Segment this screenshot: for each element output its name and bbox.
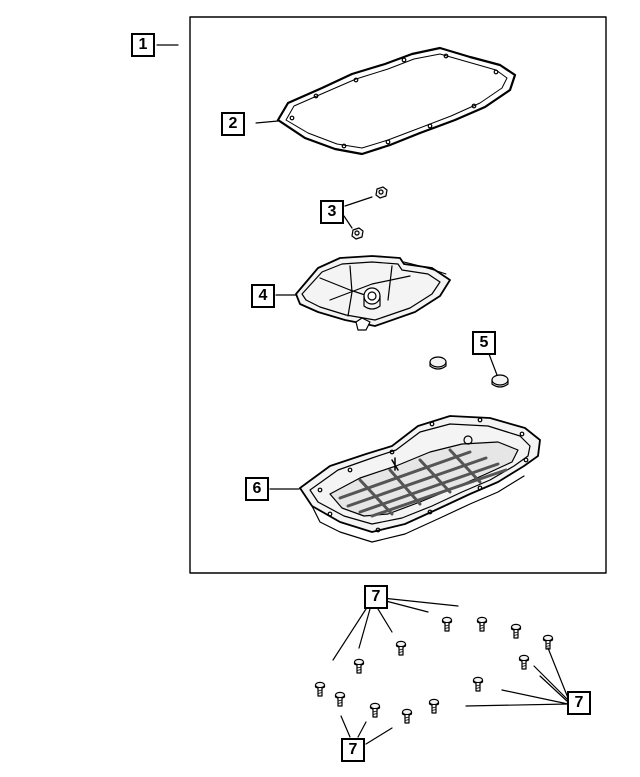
kit-boundary-frame [189, 16, 607, 574]
bolt-icon [441, 616, 453, 632]
bolt-icon [353, 658, 365, 674]
filter-part [295, 255, 451, 331]
leader-3b [343, 215, 353, 229]
leader-7a-4 [358, 608, 371, 649]
callout-3: 3 [320, 200, 344, 224]
bolt-icon [369, 702, 381, 718]
callout-1: 1 [131, 33, 155, 57]
leader-5 [488, 353, 498, 376]
nut-parts [351, 186, 388, 240]
callout-6: 6 [245, 477, 269, 501]
plug-parts [429, 356, 509, 388]
bolt-icon [314, 681, 326, 697]
bolt-icon [476, 616, 488, 632]
leader-7a-1 [381, 597, 459, 607]
oil-pan-part [299, 415, 541, 543]
bolt-icon [428, 698, 440, 714]
leader-3a [344, 196, 373, 207]
callout-2: 2 [221, 112, 245, 136]
leader-7b-1 [547, 647, 569, 699]
leader-7b-5 [465, 703, 569, 707]
gasket-part [276, 46, 517, 156]
leader-7c-1 [340, 715, 351, 738]
bolt-parts [314, 616, 554, 724]
leader-7a-2 [381, 599, 429, 613]
leader-7a-3 [332, 608, 367, 661]
bolt-icon [472, 676, 484, 692]
leader-7a-5 [377, 608, 393, 633]
bolt-icon [334, 691, 346, 707]
callout-7-top: 7 [364, 585, 388, 609]
callout-7-bottom: 7 [341, 738, 365, 762]
leader-7b-3 [539, 675, 569, 703]
bolt-icon [401, 708, 413, 724]
bolt-icon [395, 640, 407, 656]
leader-7c-3 [365, 727, 393, 745]
callout-4: 4 [251, 284, 275, 308]
bolt-icon [510, 623, 522, 639]
callout-5: 5 [472, 331, 496, 355]
callout-7-right: 7 [567, 691, 591, 715]
bolt-icon [542, 634, 554, 650]
leader-7b-2 [533, 665, 569, 701]
leader-2 [255, 120, 279, 124]
leader-7b-4 [501, 689, 569, 705]
bolt-icon [518, 654, 530, 670]
leader-7c-2 [357, 721, 367, 738]
